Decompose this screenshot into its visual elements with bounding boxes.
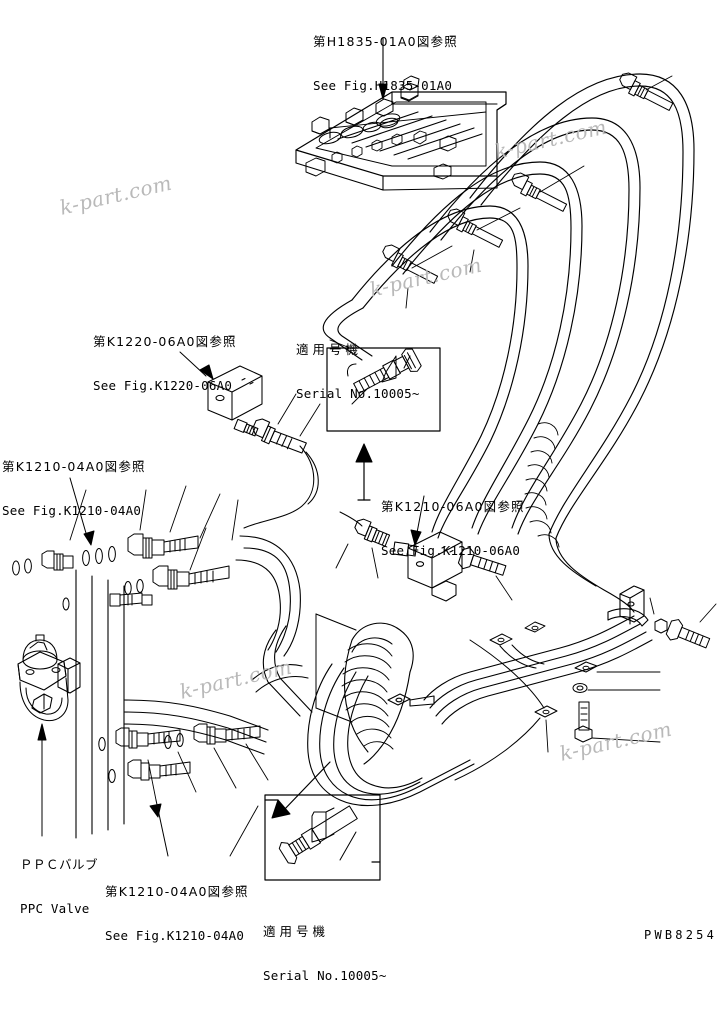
bracket-block-k1210-06 — [335, 495, 513, 602]
label-ppc-valve-en: PPC Valve — [20, 900, 90, 916]
label-ref-k1210-06-jp: 第K1210-06A0図参照 — [381, 498, 525, 514]
label-ppc-valve: ＰＰＣバルブ PPC Valve — [20, 828, 98, 946]
label-ref-h1835-jp: 第H1835-01A0図参照 — [313, 33, 458, 49]
sheet-part-number: PWB8254 — [644, 928, 717, 942]
hose-run-left-bundle — [75, 535, 301, 839]
hose-fitting-exploded-upper — [12, 477, 239, 611]
hose-run-right-bundle — [351, 73, 695, 539]
serial-variant-detail-bottom — [264, 761, 381, 881]
label-serial-bottom-en: Serial No.10005~ — [263, 967, 387, 983]
label-ref-k1210-06: 第K1210-06A0図参照 See Fig.K1210-06A0 — [381, 470, 525, 588]
misc-leader-lines — [229, 339, 351, 857]
diagram-linework — [12, 37, 717, 881]
label-ref-k1220-06-en: See Fig.K1220-06A0 — [93, 377, 233, 393]
label-ref-h1835-en: See Fig.H1835-01A0 — [313, 77, 453, 93]
label-serial-bottom-jp: 適用号機 — [263, 923, 330, 939]
label-ref-k1220-06-jp: 第K1220-06A0図参照 — [93, 333, 237, 349]
label-ref-k1210-04-left: 第K1210-04A0図参照 See Fig.K1210-04A0 — [2, 430, 146, 548]
hose-clamp-set — [489, 597, 717, 753]
label-serial-top-jp: 適用号機 — [296, 341, 363, 357]
label-ref-k1210-04-bottom-jp: 第K1210-04A0図参照 — [105, 883, 249, 899]
label-ref-k1210-04-bottom: 第K1210-04A0図参照 See Fig.K1210-04A0 — [105, 855, 249, 973]
spiral-wrapped-hose-right — [524, 422, 645, 625]
hose-run-lower-right — [423, 608, 653, 725]
parts-diagram-sheet: 第H1835-01A0図参照 See Fig.H1835-01A0 第K1220… — [2, 5, 717, 983]
label-serial-top-en: Serial No.10005~ — [296, 385, 420, 401]
hose-run-mid — [322, 299, 373, 361]
serial-variant-detail-top — [326, 347, 441, 501]
label-ref-k1220-06: 第K1220-06A0図参照 See Fig.K1220-06A0 — [93, 305, 237, 423]
label-ref-h1835: 第H1835-01A0図参照 See Fig.H1835-01A0 — [313, 5, 458, 123]
hose-fitting-exploded-lower — [98, 723, 269, 857]
hose-fitting-set — [382, 72, 674, 309]
label-ref-k1210-04-left-jp: 第K1210-04A0図参照 — [2, 458, 146, 474]
bracket-block-k1220 — [179, 351, 321, 529]
label-serial-bottom: 適用号機 Serial No.10005~ — [263, 895, 387, 1013]
valve-manifold-block — [295, 37, 507, 191]
label-serial-top: 適用号機 Serial No.10005~ — [296, 313, 420, 431]
label-ref-k1210-04-bottom-en: See Fig.K1210-04A0 — [105, 927, 245, 943]
label-ref-k1210-04-left-en: See Fig.K1210-04A0 — [2, 502, 142, 518]
ppc-valve-body — [17, 634, 81, 837]
label-ref-k1210-06-en: See Fig.K1210-06A0 — [381, 542, 521, 558]
hose-run-center-loops — [251, 625, 545, 807]
label-ppc-valve-jp: ＰＰＣバルブ — [20, 856, 99, 872]
